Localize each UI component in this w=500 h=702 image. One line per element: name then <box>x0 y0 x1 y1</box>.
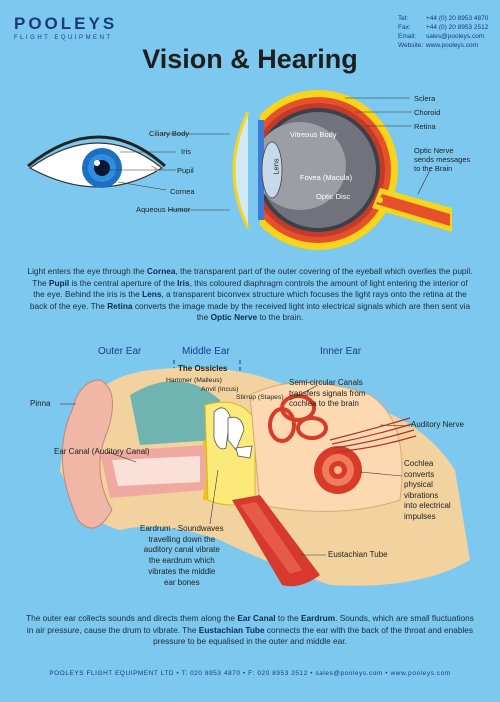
text: Light enters the eye through the <box>27 266 147 276</box>
cochlea-line: Cochlea <box>404 459 434 468</box>
cochlea-line: impulses <box>404 511 436 521</box>
label-semicircular-canals: Semi-circular Canals transfers signals f… <box>289 378 365 410</box>
label-iris: Iris <box>181 147 191 156</box>
label-pinna: Pinna <box>30 399 51 408</box>
text: The outer ear collects sounds and direct… <box>26 613 238 623</box>
term-lens: Lens <box>142 289 162 300</box>
optic-nerve-line: sends messages <box>414 155 471 164</box>
eardrum-line: ear bones <box>164 577 200 587</box>
text: is the central aperture of the <box>69 277 178 288</box>
label-eustachian-tube: Eustachian Tube <box>328 550 388 559</box>
eardrum-line: vibrates the middle <box>148 566 216 576</box>
label-ear-canal: Ear Canal (Auditory Canal) <box>54 447 150 456</box>
pooleys-logo: POOLEYS FLIGHT EQUIPMENT <box>14 14 124 41</box>
label-retina: Retina <box>414 122 436 131</box>
label-sclera: Sclera <box>414 94 436 103</box>
term-optic-nerve: Optic Nerve <box>210 312 258 323</box>
eardrum-line: travelling down the <box>148 534 216 544</box>
optic-nerve-line: Optic Nerve <box>414 146 454 155</box>
canals-line: transfers signals from <box>289 388 366 398</box>
term-retina: Retina <box>107 300 133 311</box>
canals-line: Semi-circular Canals <box>289 378 363 387</box>
label-ossicles: The Ossicles <box>178 364 228 373</box>
term-ear-canal: Ear Canal <box>237 613 276 623</box>
contact-value: +44 (0) 20 8953 2512 <box>426 24 489 31</box>
page-title: Vision & Hearing <box>142 44 358 74</box>
footer: POOLEYS FLIGHT EQUIPMENT LTD • T: 020 89… <box>49 670 451 677</box>
text: converts the image made by the received … <box>132 300 471 323</box>
text: . Sounds, which are small fluctuations i… <box>26 613 474 635</box>
label-eardrum: Eardrum - Soundwaves travelling down the… <box>140 524 224 588</box>
canals-line: cochlea to the brain <box>289 399 359 408</box>
contact-value: sales@pooleys.com <box>426 33 485 40</box>
term-iris: Iris <box>177 277 190 288</box>
label-fovea: Fovea (Macula) <box>300 173 353 182</box>
contact-value: +44 (0) 20 8953 4870 <box>426 15 489 22</box>
contact-block: Tel: +44 (0) 20 8953 4870 Fax: +44 (0) 20 … <box>398 14 488 50</box>
contact-key: Tel: <box>398 15 409 22</box>
label-optic-disc: Optic Disc <box>316 192 351 201</box>
cochlea-line: into electrical <box>404 501 451 510</box>
text: , a transparent biconvex structure which… <box>29 289 467 311</box>
text: to the <box>275 613 301 623</box>
term-pupil: Pupil <box>48 277 70 288</box>
cochlea-line: converts <box>404 469 435 479</box>
text: connects the ear with the back of the th… <box>153 624 474 647</box>
contact-value: www.pooleys.com <box>426 42 479 49</box>
text: , the transparent part of the outer cove… <box>32 266 473 288</box>
eye-description: Light enters the eye through the Cornea,… <box>26 266 474 324</box>
label-cochlea: Cochlea converts physical vibrations int… <box>404 459 451 522</box>
eardrum-line: the eardrum which <box>148 556 215 566</box>
label-auditory-nerve: Auditory Nerve <box>411 420 464 429</box>
label-optic-nerve: Optic Nerve sends messages to the Brain <box>414 146 470 173</box>
term-eustachian-tube: Eustachian Tube <box>198 624 265 635</box>
contact-key: Email: <box>398 33 417 40</box>
label-vitreous-body: Vitreous Body <box>290 130 337 139</box>
brand-tagline: FLIGHT EQUIPMENT <box>14 35 113 41</box>
contact-key: Website: <box>398 42 424 49</box>
section-outer-ear: Outer Ear <box>98 346 142 357</box>
cochlea-line: physical <box>404 480 433 489</box>
front-eye-diagram <box>27 135 166 188</box>
eye-cross-section <box>230 90 452 250</box>
cochlea-line: vibrations <box>404 490 439 500</box>
label-aqueous-humor: Aqueous Humor <box>136 205 191 214</box>
label-pupil: Pupil <box>177 166 194 175</box>
eardrum-line: auditory canal vibrate <box>143 545 220 555</box>
text: to the brain. <box>257 312 304 323</box>
section-middle-ear: Middle Ear <box>182 346 230 357</box>
label-cornea: Cornea <box>170 187 195 196</box>
contact-key: Fax: <box>398 24 411 31</box>
brand-name: POOLEYS <box>14 14 118 33</box>
section-inner-ear: Inner Ear <box>320 346 362 357</box>
term-cornea: Cornea <box>146 266 176 276</box>
text: , this coloured diaphragm controls the a… <box>33 277 468 300</box>
label-choroid: Choroid <box>414 108 441 117</box>
label-stirrup: Stirrup (Stapes) <box>236 394 284 401</box>
label-ciliary-body: Ciliary Body <box>149 129 190 138</box>
label-anvil: Anvil (Incus) <box>201 386 239 393</box>
eardrum-line: Eardrum - Soundwaves <box>140 524 224 533</box>
ear-description: The outer ear collects sounds and direct… <box>26 613 474 648</box>
optic-nerve-line: to the Brain <box>414 164 453 173</box>
term-eardrum: Eardrum <box>300 613 336 623</box>
label-hammer: Hammer (Malleus) <box>166 377 222 384</box>
